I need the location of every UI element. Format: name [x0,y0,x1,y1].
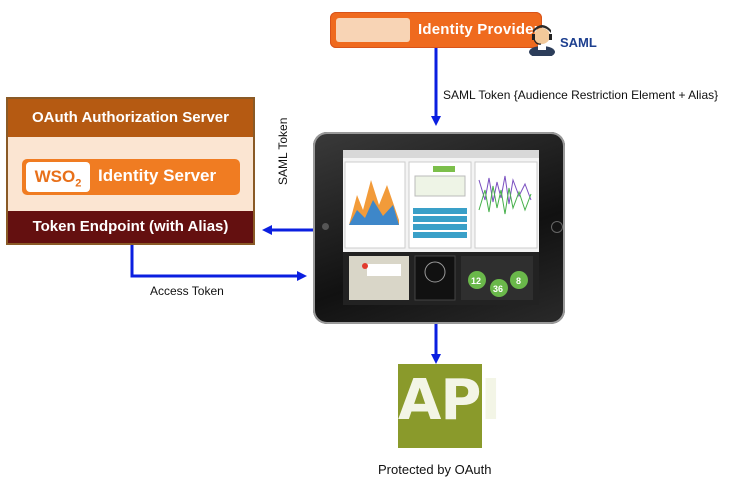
person-icon [529,25,555,56]
saml-token-label: SAML Token [276,117,290,185]
wso2-identity-server-logo: WSO2 Identity Server [22,159,240,195]
tile-value-officers: 8 [516,276,522,286]
arrow-token-endpoint-to-tablet [130,245,307,281]
saml-label: SAML [560,35,597,50]
identity-provider-label: Identity Provider [418,21,540,38]
tablet-dashboard-graphic [343,150,539,305]
api-logo: API [398,364,501,448]
wso2-badge-text: WSO [34,167,76,186]
wso2-product-name: Identity Server [98,166,217,185]
wso2-badge: WSO2 [26,162,90,192]
token-endpoint: Token Endpoint (with Alias) [8,211,253,243]
protected-by-oauth-label: Protected by OAuth [378,462,492,477]
api-label: API [398,368,501,433]
tablet-home-button [551,221,563,233]
oauth-authorization-server: OAuth Authorization Server WSO2 Identity… [6,97,255,245]
identity-provider-inner [336,18,410,42]
oauth-server-title: OAuth Authorization Server [8,99,253,137]
tile-value-staff: 36 [493,284,504,294]
tile-value-volunteers: 12 [471,276,482,286]
tablet-camera [322,223,329,230]
wso2-badge-sub: 2 [75,177,82,190]
tablet-screen: 12 36 8 [343,150,539,305]
access-token-label: Access Token [150,284,224,298]
identity-provider-box: Identity Provider [330,12,542,48]
tablet-device: 12 36 8 [313,132,565,324]
saml-token-restriction-label: SAML Token {Audience Restriction Element… [443,88,719,102]
